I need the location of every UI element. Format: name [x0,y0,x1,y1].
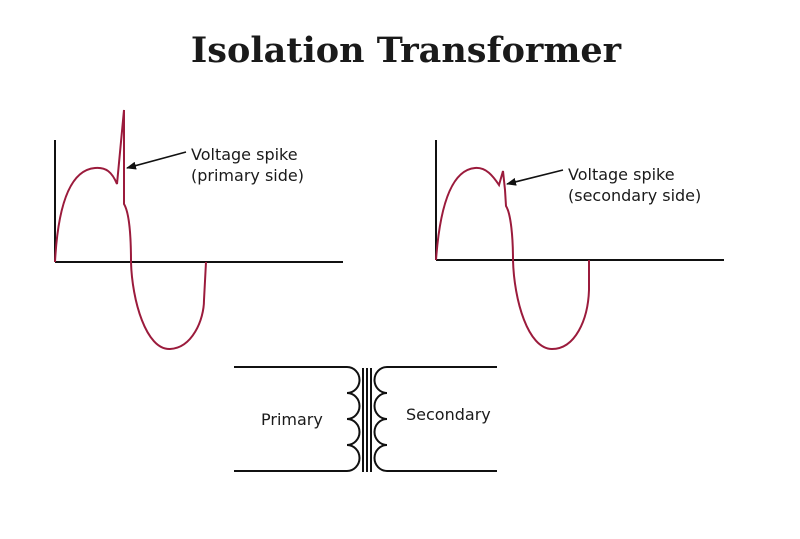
primary-spike-label-line2: (primary side) [191,166,304,185]
primary-spike-label-line1: Voltage spike [191,145,298,164]
primary-waveform [54,109,207,351]
primary-coil [346,366,361,472]
primary-winding-label: Primary [261,410,323,429]
primary-waveform-plot [54,109,343,351]
secondary-spike-label-line2: (secondary side) [568,186,702,205]
diagram-title: Isolation Transformer [190,30,622,71]
secondary-winding-label: Secondary [406,405,491,424]
secondary-waveform-plot [435,140,724,351]
transformer-symbol [234,366,497,472]
secondary-spike-arrow [506,169,564,186]
primary-spike-arrow [126,151,187,170]
secondary-spike-label-line1: Voltage spike [568,165,675,184]
secondary-coil [373,366,388,472]
secondary-waveform [435,166,590,351]
